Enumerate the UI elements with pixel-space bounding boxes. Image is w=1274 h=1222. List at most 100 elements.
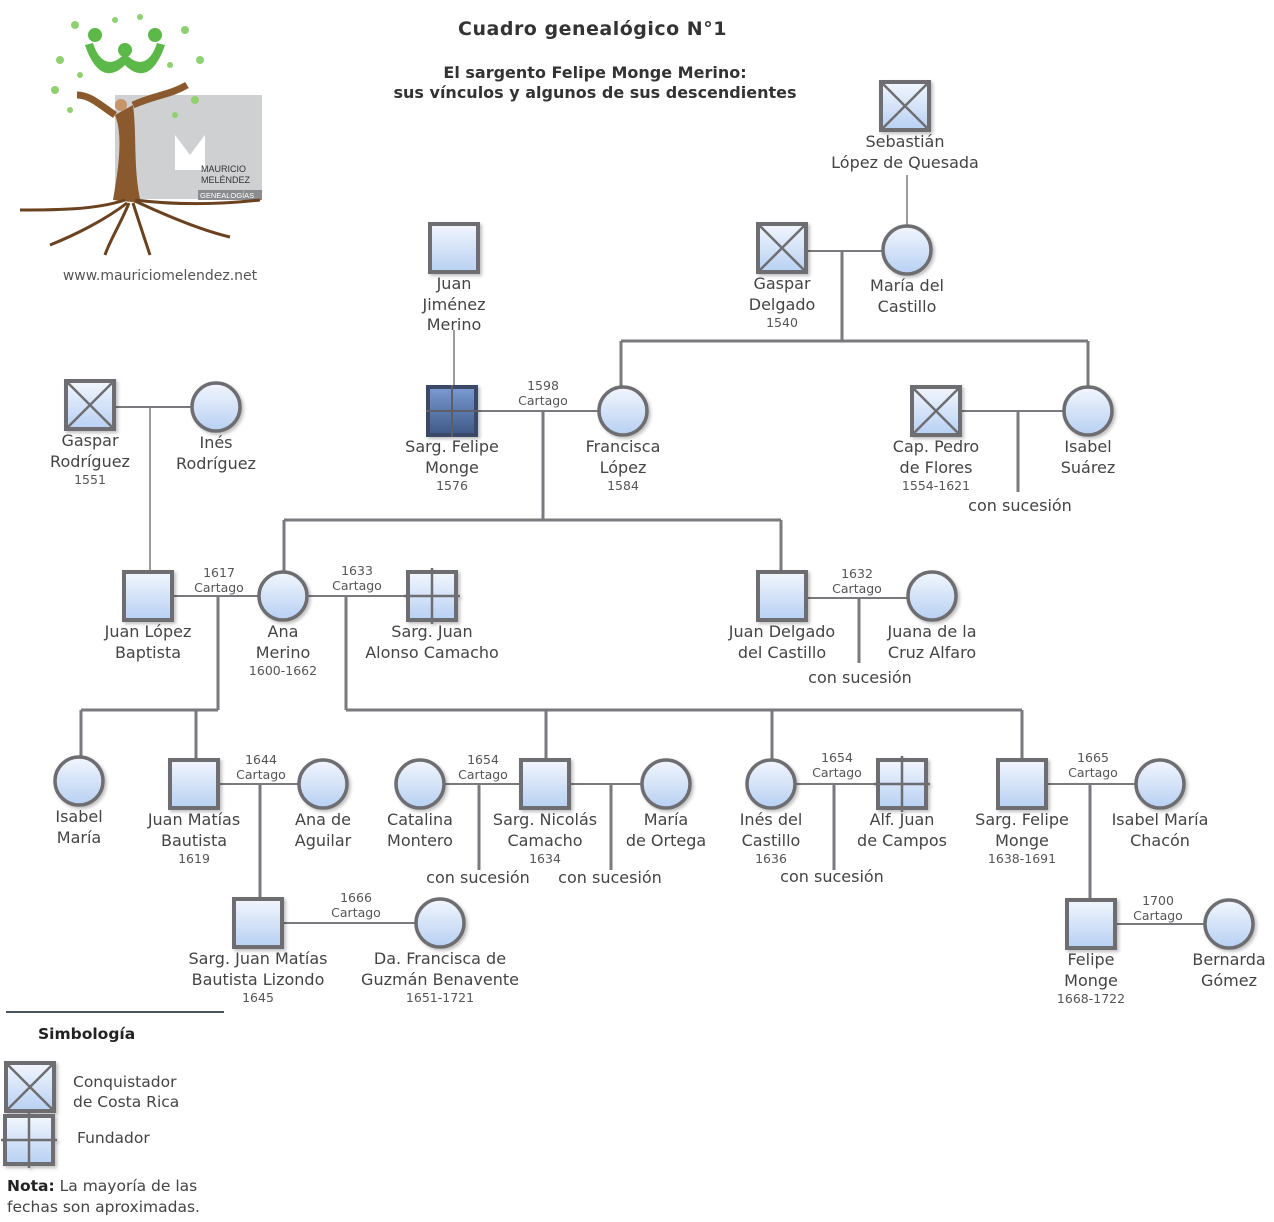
person-name: Aguilar	[294, 830, 352, 850]
person-name: Cap. Pedro	[892, 437, 980, 456]
person-francisca-lopez[interactable]	[597, 385, 649, 437]
person-juan-alonso[interactable]	[404, 568, 460, 624]
person-name: Castillo	[741, 830, 801, 850]
female-symbol	[1203, 898, 1255, 950]
person-juan-lopez[interactable]	[122, 570, 174, 622]
person-juan-delgado[interactable]	[756, 570, 808, 622]
person-years: 1619	[178, 851, 210, 866]
person-maria-castillo[interactable]	[881, 224, 933, 276]
person-felipe-monge3[interactable]	[1065, 898, 1117, 950]
person-felipe-monge[interactable]	[426, 385, 478, 437]
female-symbol	[297, 758, 349, 810]
legend-symbols	[1, 1061, 57, 1168]
person-name: Ana	[267, 622, 299, 641]
marriage-place: Cartago	[332, 578, 382, 593]
note-text: La mayoría de las fechas son aproximadas…	[7, 1177, 200, 1216]
subtitle-line-1: El sargento Felipe Monge Merino:	[443, 63, 747, 82]
legend-label: Fundador	[77, 1129, 150, 1147]
website-url[interactable]: www.mauriciomelendez.net	[62, 268, 258, 284]
person-juan-matias[interactable]	[168, 758, 220, 810]
person-years: 1540	[766, 315, 798, 330]
marriage-year: 1665	[1077, 750, 1109, 765]
female-symbol	[190, 381, 242, 433]
marriage-year: 1633	[341, 563, 373, 578]
female-symbol	[1134, 758, 1186, 810]
person-gaspar-delgado[interactable]	[756, 222, 808, 274]
person-sebastian[interactable]	[879, 80, 931, 132]
person-name: Castillo	[877, 296, 937, 316]
person-isabel-suarez[interactable]	[1062, 385, 1114, 437]
marriage-year: 1666	[340, 890, 372, 905]
person-ines-rodriguez[interactable]	[190, 381, 242, 433]
person-juana-cruz[interactable]	[906, 570, 958, 622]
person-gaspar-rodriguez[interactable]	[64, 379, 116, 431]
female-symbol	[597, 385, 649, 437]
male-symbol	[996, 758, 1048, 810]
marriage-place: Cartago	[832, 581, 882, 596]
person-juan-matias-lizondo[interactable]	[232, 897, 284, 949]
person-ines-castillo[interactable]	[745, 758, 797, 810]
person-catalina[interactable]	[394, 758, 446, 810]
legend-conquistador-symbol[interactable]	[4, 1061, 56, 1113]
marriage-place: Cartago	[518, 393, 568, 408]
person-years: 1634	[529, 851, 561, 866]
person-isabel-chacon[interactable]	[1134, 758, 1186, 810]
person-juan-campos[interactable]	[874, 756, 930, 812]
person-name: Juan	[436, 274, 472, 293]
person-name: Bautista Lizondo	[191, 969, 325, 989]
person-name: Felipe	[1067, 950, 1115, 969]
cross-x-icon	[880, 81, 930, 131]
person-ana-aguilar[interactable]	[297, 758, 349, 810]
descendants-note: con sucesión	[780, 867, 884, 886]
person-name: Alonso Camacho	[365, 642, 499, 662]
descendants-note: con sucesión	[968, 496, 1072, 515]
marriage-place: Cartago	[236, 767, 286, 782]
chart-title: Cuadro genealógico N°1	[458, 18, 727, 40]
person-felipe-monge2[interactable]	[996, 758, 1048, 810]
marriage-place: Cartago	[194, 580, 244, 595]
person-bernarda[interactable]	[1203, 898, 1255, 950]
person-name: Chacón	[1130, 830, 1190, 850]
person-nicolas[interactable]	[519, 758, 571, 810]
person-name: Gómez	[1200, 970, 1258, 990]
marriage-year: 1632	[841, 566, 873, 581]
person-years: 1638-1691	[987, 851, 1057, 866]
person-ana-merino[interactable]	[257, 570, 309, 622]
footnote: Nota: La mayoría de las fechas son aprox…	[7, 1176, 237, 1218]
male-symbol	[232, 897, 284, 949]
person-name: Juan López	[104, 622, 192, 641]
person-francisca-guzman[interactable]	[414, 897, 466, 949]
person-name: María	[56, 827, 102, 847]
person-name: Sarg. Felipe	[975, 810, 1069, 829]
legend-fundador-symbol[interactable]	[1, 1112, 57, 1168]
marriage-year: 1617	[203, 565, 235, 580]
cross-x-icon	[911, 386, 961, 436]
marriage-year: 1644	[245, 752, 277, 767]
person-pedro-flores[interactable]	[910, 385, 962, 437]
person-years: 1645	[242, 990, 274, 1005]
logo-brand-tag: GENEALOGÍAS	[200, 191, 254, 200]
person-name: Guzmán Benavente	[361, 969, 519, 989]
person-isabel-maria[interactable]	[53, 755, 105, 807]
person-maria-ortega[interactable]	[640, 758, 692, 810]
male-symbol	[122, 570, 174, 622]
male-symbol	[519, 758, 571, 810]
person-name: Montero	[387, 830, 453, 850]
family-tree-logo-icon: MAURICIO MELÉNDEZ GENEALOGÍAS	[19, 14, 262, 256]
person-juan-jimenez[interactable]	[428, 222, 480, 274]
person-name: Gaspar	[61, 431, 119, 450]
female-symbol	[414, 897, 466, 949]
